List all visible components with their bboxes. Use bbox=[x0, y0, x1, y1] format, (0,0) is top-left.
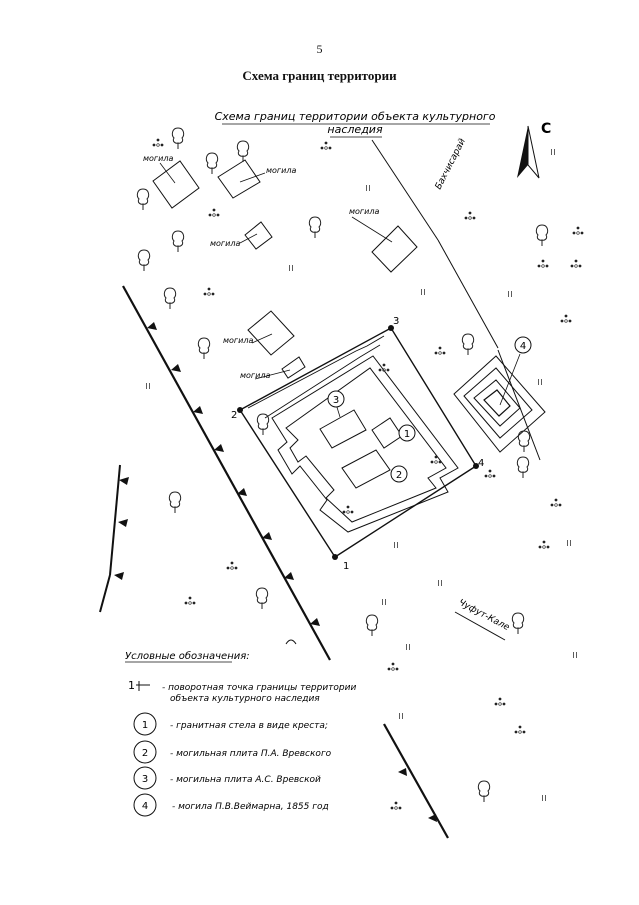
cliff-left-lower bbox=[99, 464, 129, 613]
grave-4: могила bbox=[349, 207, 418, 273]
grave-label: могила bbox=[223, 336, 253, 345]
object-label-1: 1 bbox=[404, 429, 410, 440]
legend-item-1-num: 1 bbox=[142, 720, 148, 731]
legend-item-3-text: - могильна плита А.С. Вревской bbox=[170, 775, 321, 785]
map-heading-line2: наследия bbox=[327, 123, 383, 136]
legend-item-3-num: 3 bbox=[142, 774, 148, 785]
legend-item-4-num: 4 bbox=[142, 801, 148, 812]
legend-point-desc-2: объекта культурного наследия bbox=[170, 694, 320, 704]
cliff-right bbox=[383, 723, 449, 839]
grave-1: могила bbox=[143, 154, 200, 209]
grave-5: могила bbox=[223, 310, 295, 356]
grave-2: могила bbox=[217, 159, 296, 199]
boundary-point-4: 4 bbox=[478, 458, 484, 469]
object-1-stele: 1 bbox=[371, 417, 416, 449]
object-label-4: 4 bbox=[520, 341, 526, 352]
territory-boundary bbox=[237, 325, 479, 560]
grave-label: могила bbox=[349, 207, 379, 216]
grave-6: могила bbox=[240, 356, 306, 380]
boundary-point-1: 1 bbox=[343, 561, 349, 572]
legend-item-2-num: 2 bbox=[142, 748, 148, 759]
grave-label: могила bbox=[210, 239, 240, 248]
legend-point-symbol: 1 bbox=[128, 679, 135, 692]
legend-item-4-text: - могила П.В.Веймарна, 1855 год bbox=[172, 802, 329, 812]
page-number: 5 bbox=[316, 42, 323, 56]
north-label: С bbox=[541, 121, 551, 137]
object-3-slab: 3 bbox=[319, 390, 367, 449]
object-label-2: 2 bbox=[396, 470, 402, 481]
page-title: Схема границ территории bbox=[242, 68, 397, 83]
boundary-point-3: 3 bbox=[393, 316, 399, 327]
arc-mark bbox=[285, 639, 297, 645]
grave-3: могила bbox=[210, 221, 273, 250]
legend: Условные обозначения: 1 - поворотная точ… bbox=[125, 650, 356, 817]
road-bakhchisaray bbox=[371, 139, 541, 461]
map-heading-line1: Схема границ территории объекта культурн… bbox=[215, 110, 496, 123]
cliff-left bbox=[122, 285, 331, 661]
grave-label: могила bbox=[143, 154, 173, 163]
north-arrow-icon bbox=[517, 125, 540, 179]
legend-title: Условные обозначения: bbox=[125, 650, 250, 662]
object-4-grave: 4 bbox=[453, 336, 546, 453]
object-label-3: 3 bbox=[333, 395, 339, 406]
road-chufut-kale bbox=[454, 611, 506, 641]
legend-point-desc-1: - поворотная точка границы территории bbox=[162, 683, 356, 693]
legend-item-1-text: - гранитная стела в виде креста; bbox=[170, 721, 328, 731]
legend-item-2-text: - могильная плита П.А. Вревского bbox=[170, 749, 332, 759]
object-2-slab: 2 bbox=[341, 449, 408, 489]
boundary-point-2: 2 bbox=[231, 410, 237, 421]
road-label-bakhchisaray: Бахчисарай bbox=[434, 137, 468, 191]
grave-label: могила bbox=[266, 166, 296, 175]
grave-label: могила bbox=[240, 371, 270, 380]
